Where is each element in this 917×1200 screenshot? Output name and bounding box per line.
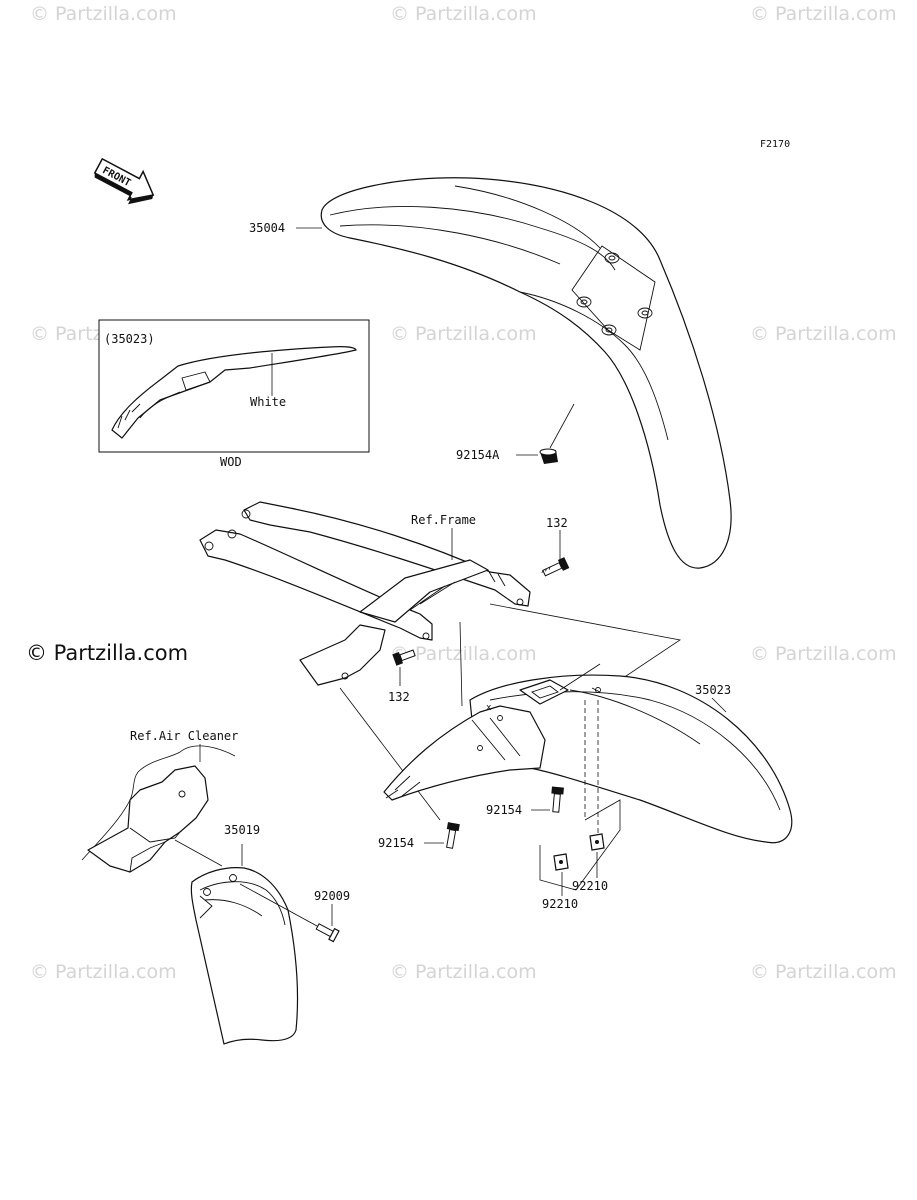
- bolt-132-top: [541, 557, 570, 577]
- inset-color-note: White: [250, 395, 286, 409]
- callout-92154a: 92154A: [456, 448, 500, 462]
- inset-ref-part: (35023): [104, 332, 155, 346]
- nut-92210-left: [553, 853, 569, 871]
- bolt-92154-left: [446, 822, 460, 849]
- copyright-text: © Partzilla.com: [26, 641, 188, 665]
- watermark: © Partzilla.com: [390, 961, 537, 983]
- leader-line: [549, 403, 575, 449]
- inset-wod-box: (35023) White: [98, 319, 370, 453]
- front-fender-35004: [320, 177, 732, 569]
- watermark: © Partzilla.com: [750, 961, 897, 983]
- nut-guide-lines: [539, 700, 621, 891]
- callout-92210-left: 92210: [542, 897, 578, 911]
- callout-92154-left: 92154: [378, 836, 414, 850]
- watermark: © Partzilla.com: [390, 3, 537, 25]
- watermark: © Partzilla.com: [30, 3, 177, 25]
- leader-line: [239, 883, 329, 933]
- callout-92154-right: 92154: [486, 803, 522, 817]
- mark-x: x: [486, 703, 492, 713]
- bolt-92009: [315, 923, 340, 943]
- callout-35023: 35023: [695, 683, 731, 697]
- nut-92210-right: [589, 833, 605, 851]
- mud-flap-35019: [190, 867, 299, 1045]
- watermark: © Partzilla.com: [750, 3, 897, 25]
- leader-line: [711, 697, 727, 713]
- ref-air-cleaner: [81, 745, 236, 873]
- watermark: © Partzilla.com: [750, 323, 897, 345]
- callout-ref-frame: Ref.Frame: [411, 513, 476, 527]
- bolt-132-mid: [392, 649, 416, 666]
- callout-ref-air-cleaner: Ref.Air Cleaner: [130, 729, 238, 743]
- callout-92009: 92009: [314, 889, 350, 903]
- watermark: © Partzilla.com: [30, 961, 177, 983]
- bolt-92154-right: [551, 786, 564, 813]
- inset-caption: WOD: [220, 455, 242, 469]
- callout-132-mid: 132: [388, 690, 410, 704]
- watermark: © Partzilla.com: [390, 643, 537, 665]
- callout-92210-right: 92210: [572, 879, 608, 893]
- watermark: © Partzilla.com: [750, 643, 897, 665]
- callout-132-top: 132: [546, 516, 568, 530]
- callout-35019: 35019: [224, 823, 260, 837]
- grommet-92154a: [539, 448, 558, 464]
- callout-35004: 35004: [249, 221, 285, 235]
- rear-fender-35023: x: [383, 663, 793, 844]
- watermark: © Partzilla.com: [390, 323, 537, 345]
- figure-code: F2170: [760, 139, 790, 150]
- front-arrow-icon: FRONT: [93, 157, 155, 205]
- ref-frame: [199, 501, 531, 686]
